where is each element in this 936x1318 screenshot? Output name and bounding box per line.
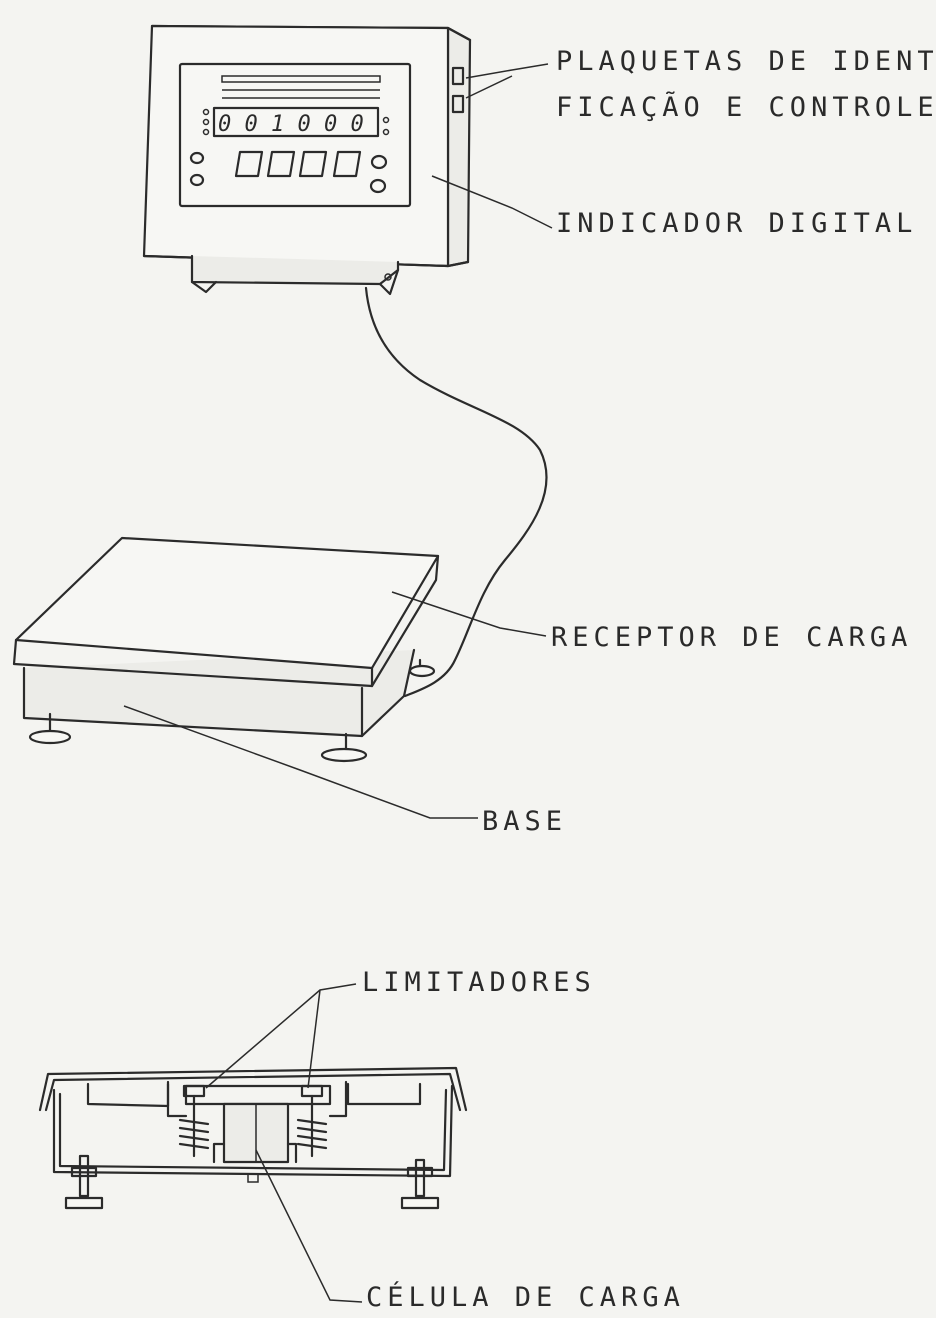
label-base: BASE xyxy=(482,806,568,837)
load-receiver-platform xyxy=(12,536,440,763)
label-limitadores: LIMITADORES xyxy=(362,967,596,998)
label-plaquetas-line1: PLAQUETAS DE IDENTI- xyxy=(556,46,936,77)
label-plaquetas-line2: FICAÇÃO E CONTROLE xyxy=(556,92,936,123)
leader-lines xyxy=(123,63,553,1303)
cross-section xyxy=(38,1066,468,1210)
digital-indicator: 0 0 1 0 0 0 xyxy=(142,24,472,296)
cable xyxy=(364,286,548,698)
label-celula-de-carga: CÉLULA DE CARGA xyxy=(366,1282,685,1313)
label-indicador-digital: INDICADOR DIGITAL xyxy=(556,208,918,239)
digit-readout: 0 0 1 0 0 0 xyxy=(218,112,364,137)
label-receptor-de-carga: RECEPTOR DE CARGA xyxy=(551,622,913,653)
